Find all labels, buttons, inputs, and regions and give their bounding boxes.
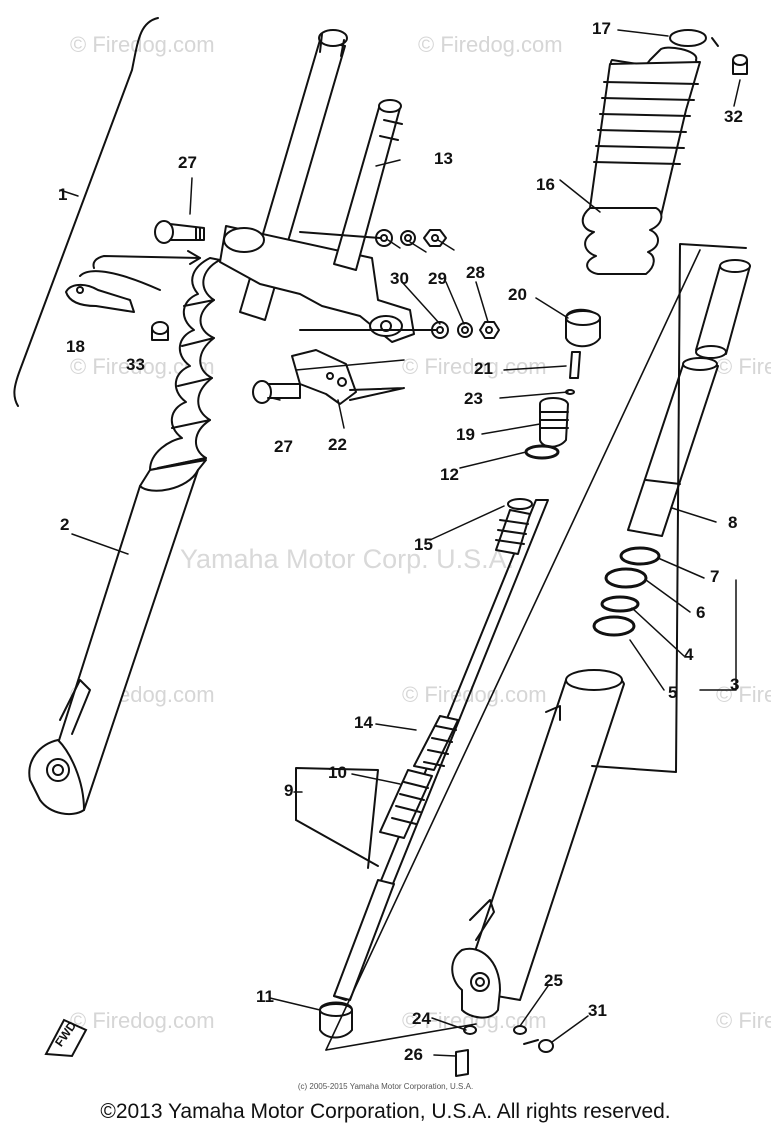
callout-28: 28 <box>466 263 485 282</box>
callout-33: 33 <box>126 355 145 374</box>
callout-14: 14 <box>354 713 373 732</box>
callout-7: 7 <box>710 567 720 586</box>
guide-line <box>325 249 701 1051</box>
callout-25: 25 <box>544 971 563 990</box>
arrow-head <box>187 250 201 265</box>
callout-9: 9 <box>284 781 294 800</box>
callout-20: 20 <box>508 285 527 304</box>
callout-23: 23 <box>464 389 483 408</box>
callout-18: 18 <box>66 337 85 356</box>
watermark: © Firedog.com <box>70 32 215 57</box>
callout-27-bottom: 27 <box>274 437 293 456</box>
callout-16: 16 <box>536 175 555 194</box>
arrow-18-33 <box>92 255 201 269</box>
callout-30: 30 <box>390 269 409 288</box>
leader-lines <box>59 29 741 1057</box>
callout-6: 6 <box>696 603 706 622</box>
callout-17: 17 <box>592 19 611 38</box>
callout-12: 12 <box>440 465 459 484</box>
callout-8: 8 <box>728 513 738 532</box>
group-bracket-18 <box>79 270 161 291</box>
callout-22: 22 <box>328 435 347 454</box>
callout-19: 19 <box>456 425 475 444</box>
bolt-33 <box>151 321 169 341</box>
small-parts-bottom <box>455 1025 554 1077</box>
watermark: © Firedog.com <box>70 354 215 379</box>
fwd-arrow-icon <box>44 1018 88 1058</box>
bolt-27-top <box>154 220 205 244</box>
callout-2: 2 <box>60 515 70 534</box>
callout-27-top: 27 <box>178 153 197 172</box>
callout-1: 1 <box>58 185 68 204</box>
bolt-27-bottom <box>252 380 301 404</box>
damper-rod-group <box>295 498 549 1039</box>
callout-13: 13 <box>434 149 453 168</box>
washers-nuts <box>299 229 500 339</box>
callout-4: 4 <box>684 645 694 664</box>
watermark: © Firedog.com <box>418 32 563 57</box>
callout-10: 10 <box>328 763 347 782</box>
callout-29: 29 <box>428 269 447 288</box>
watermark: © Firedog.com <box>402 682 547 707</box>
watermark: © Firedog.com <box>716 354 771 379</box>
callout-15: 15 <box>414 535 433 554</box>
callout-32: 32 <box>724 107 743 126</box>
watermark: © Firedog.com <box>70 1008 215 1033</box>
left-fork-assembly <box>28 29 415 816</box>
guide-line <box>325 1023 477 1051</box>
callout-26: 26 <box>404 1045 423 1064</box>
top-cap-group <box>524 308 601 460</box>
callout-3: 3 <box>730 675 740 694</box>
clamp-18 <box>65 284 135 313</box>
callout-24: 24 <box>412 1009 431 1028</box>
fine-print: (c) 2005-2015 Yamaha Motor Corporation, … <box>297 1082 474 1091</box>
copyright-notice: ©2013 Yamaha Motor Corporation, U.S.A. A… <box>100 1100 671 1123</box>
watermark: Yamaha Motor Corp. U.S.A. <box>180 544 515 574</box>
right-seals-group <box>592 259 751 637</box>
right-outer-tube-3 <box>451 243 747 1019</box>
callout-31: 31 <box>588 1001 607 1020</box>
boot-16 <box>581 29 748 275</box>
watermark: © Firedog.com <box>716 1008 771 1033</box>
callout-5: 5 <box>668 683 678 702</box>
clamp-22 <box>291 349 405 405</box>
watermark: © Firedog.com <box>402 1008 547 1033</box>
watermark: © Firedog.com <box>716 682 771 707</box>
callout-11: 11 <box>256 987 274 1006</box>
callout-21: 21 <box>474 359 493 378</box>
watermark: © Firedog.com <box>402 354 547 379</box>
assembly-bracket-1 <box>13 17 159 407</box>
